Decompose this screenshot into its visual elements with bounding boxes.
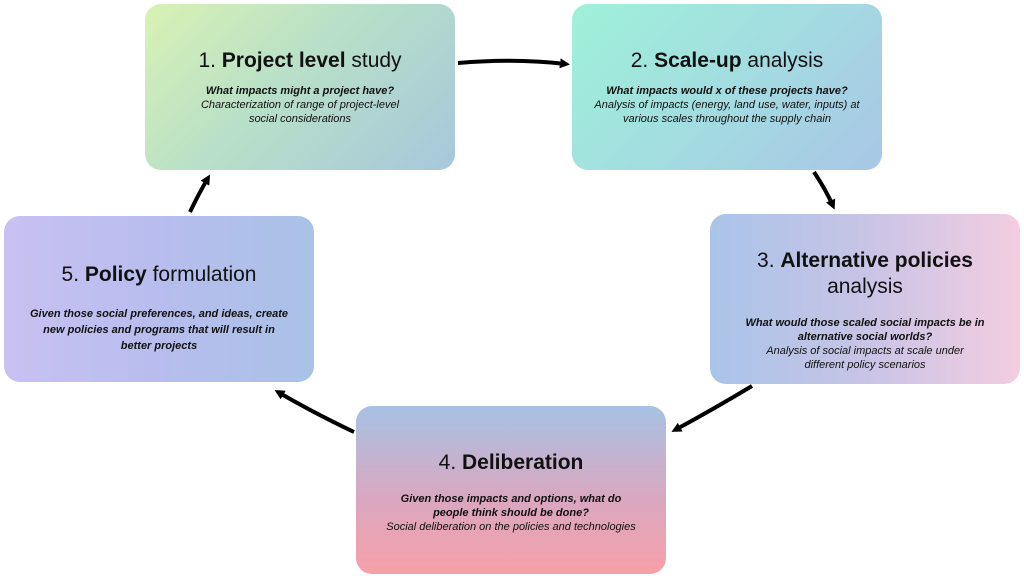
step-1-title: 1. Project level study bbox=[198, 49, 402, 72]
step-4-title: 4. Deliberation bbox=[438, 451, 584, 474]
step-4-deliberation: 4. Deliberation Given those impacts and … bbox=[356, 406, 666, 574]
step-3-alternative-policies-analysis: 3. Alternative policies analysis What wo… bbox=[710, 214, 1020, 384]
step-2-title: 2. Scale-up analysis bbox=[630, 49, 824, 72]
arrow-5-to-1 bbox=[188, 174, 211, 213]
step-1-question: What impacts might a project have? bbox=[205, 85, 395, 97]
arrow-4-to-5 bbox=[274, 389, 355, 434]
step-5-question: Given those social preferences, and idea… bbox=[29, 308, 288, 352]
step-1-project-level-study: 1. Project level study What impacts migh… bbox=[145, 4, 455, 170]
arrow-3-to-4 bbox=[671, 384, 754, 432]
step-2-scale-up-analysis: 2. Scale-up analysis What impacts would … bbox=[572, 4, 882, 170]
arrow-2-to-3 bbox=[812, 170, 836, 210]
step-3-description: Analysis of social impacts at scale unde… bbox=[766, 345, 964, 371]
step-3-question: What would those scaled social impacts b… bbox=[745, 317, 985, 343]
arrow-1-to-2 bbox=[457, 58, 570, 69]
step-3-title: 3. Alternative policies analysis bbox=[757, 249, 973, 298]
step-4-question: Given those impacts and options, what do… bbox=[400, 493, 622, 519]
step-5-policy-formulation: 5. Policy formulation Given those social… bbox=[4, 216, 314, 382]
step-4-description: Social deliberation on the policies and … bbox=[386, 521, 636, 533]
step-2-description: Analysis of impacts (energy, land use, w… bbox=[594, 99, 860, 125]
step-1-description: Characterization of range of project-lev… bbox=[200, 99, 400, 125]
step-2-question: What impacts would x of these projects h… bbox=[606, 85, 848, 97]
step-5-title: 5. Policy formulation bbox=[61, 263, 257, 286]
